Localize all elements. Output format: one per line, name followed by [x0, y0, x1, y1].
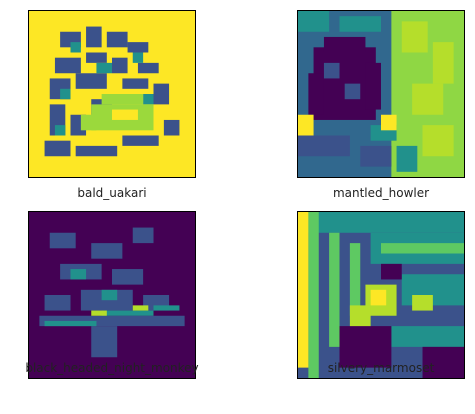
- image-silvery-marmoset: [298, 212, 464, 378]
- caption-black-headed-night-monkey: black_headed_night_monkey: [25, 361, 199, 375]
- image-bald-uakari: [29, 11, 195, 177]
- image-panel-mantled-howler: [297, 10, 465, 178]
- image-panel-silvery-marmoset: [297, 211, 465, 379]
- image-mantled-howler: [298, 11, 464, 177]
- image-panel-black-headed-night-monkey: [28, 211, 196, 379]
- caption-mantled-howler: mantled_howler: [332, 186, 430, 200]
- caption-bald-uakari: bald_uakari: [77, 186, 147, 200]
- caption-silvery-marmoset: silvery_marmoset: [327, 361, 435, 375]
- image-black-headed-night-monkey: [29, 212, 195, 378]
- image-panel-bald-uakari: [28, 10, 196, 178]
